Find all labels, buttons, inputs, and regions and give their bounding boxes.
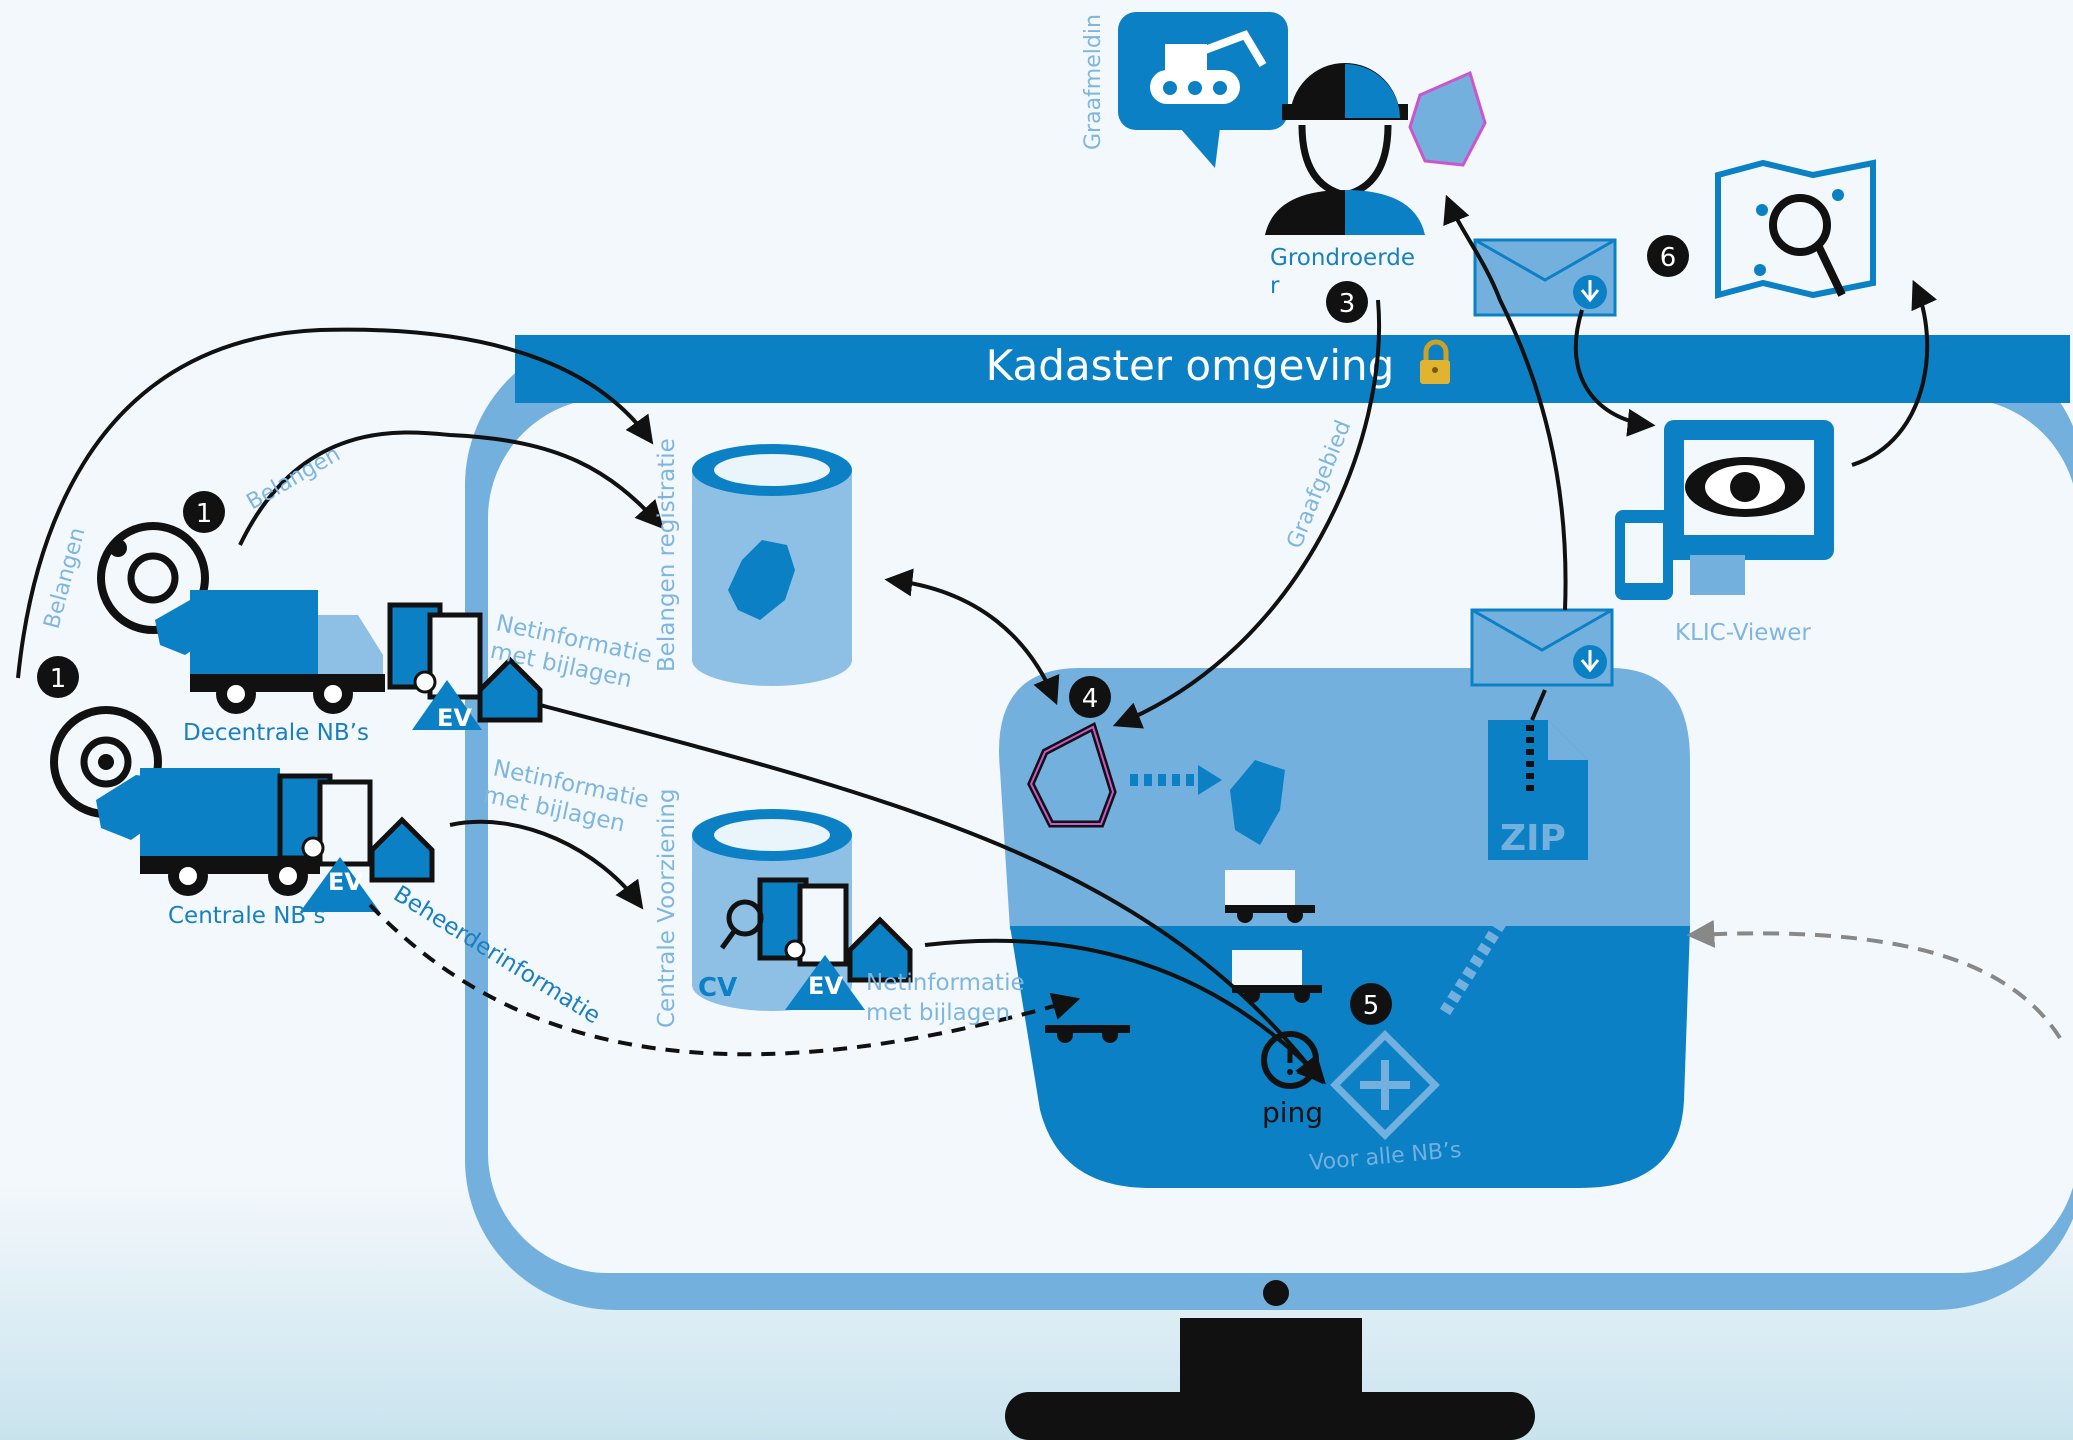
step-badge-4: [1069, 676, 1111, 718]
graafmelding-label: Graafmeldin: [1081, 14, 1106, 150]
step-badge-3: [1326, 281, 1368, 323]
step-4-text: 4: [1082, 684, 1099, 714]
netinformatie-device-icon: [387, 602, 543, 730]
centrale-nbs-label: Centrale NB’s: [168, 903, 326, 929]
centrale-device-icon: [277, 773, 435, 912]
arrow-cv-ping: [924, 938, 1326, 1085]
arrow-email-to-viewer: [1573, 309, 1656, 437]
arrow-belangen-outer: [16, 327, 654, 679]
centrale-voorziening-label: Centrale Voorziening: [654, 788, 680, 1028]
email-top-icon: [1473, 238, 1617, 317]
belangen-registratie-database: [692, 444, 852, 686]
step-6-text: 6: [1660, 243, 1677, 273]
centrale-truck-icon: [96, 768, 320, 896]
process-truck-icon-1: [1225, 870, 1315, 923]
graafgebied-polygon-icon: [1408, 70, 1487, 167]
netherlands-map-icon: [728, 540, 795, 620]
monitor-camera: [1263, 1280, 1289, 1306]
netinformatie-label-3: Netinformatie met bijlagen: [866, 970, 1032, 1026]
step-badges: [37, 235, 1689, 1025]
klic-viewer-devices-icon: [1615, 420, 1834, 600]
decentrale-nbs-label: Decentrale NB’s: [183, 720, 369, 746]
process-map-icon: [1230, 760, 1285, 845]
arrow-belangen-to-process: [884, 568, 1060, 706]
graafmelding-bubble-icon: [1118, 12, 1288, 168]
step-badge-1a: [183, 491, 225, 533]
process-polygon-outline: [1029, 725, 1115, 825]
decentrale-truck-icon: [155, 590, 385, 714]
excavator-icon: [1150, 30, 1267, 104]
klic-viewer-label: KLIC-Viewer: [1675, 620, 1811, 646]
grondroerder-label-line1: Grondroerde: [1270, 245, 1415, 271]
ev-label-2: EV: [328, 868, 363, 896]
dotted-arrowhead-up: [1500, 880, 1530, 912]
voor-alle-nbs-diamond-icon: [1330, 1030, 1440, 1140]
step-1a-text: 1: [196, 499, 213, 529]
belangen-label-2: Belangen: [243, 442, 345, 515]
arrow-graafgebied: [1112, 299, 1381, 729]
email-bottom-icon: [1470, 608, 1614, 687]
klic-map-icon: [1715, 159, 1876, 299]
step-badge-6: [1647, 235, 1689, 277]
grondroerder-worker-icon: [1265, 63, 1425, 235]
dotted-arrowhead: [1198, 765, 1222, 795]
arrow-belangen-inner: [238, 430, 664, 546]
step-badge-1b: [37, 656, 79, 698]
step-3-text: 3: [1339, 289, 1356, 319]
grondroerder-label: Grondroerde r: [1270, 245, 1422, 299]
ping-label: ping: [1262, 1096, 1323, 1129]
cv-label: CV: [698, 973, 737, 1003]
eye-icon: [1730, 472, 1760, 502]
zip-file-icon: [1488, 720, 1588, 860]
arrow-zip-to-email: [1530, 689, 1547, 721]
process-area: [999, 668, 1690, 1188]
monitor-title: Kadaster omgeving: [986, 341, 1395, 390]
belangen-registratie-label: Belangen registratie: [654, 438, 680, 672]
step-5-text: 5: [1363, 991, 1380, 1021]
arrow-netinformatie-long: [539, 703, 1324, 1085]
monitor-titlebar: [515, 335, 2070, 403]
ev-label-3: EV: [808, 972, 843, 1000]
arrow-grey-dashed: [1686, 919, 2062, 1040]
zip-label: ZIP: [1500, 818, 1566, 859]
arrow-email-to-grondroerder: [1443, 194, 1568, 611]
arrow-beheerderinformatie: [368, 903, 1081, 1057]
ev-label: EV: [437, 704, 472, 732]
step-1b-text: 1: [50, 664, 67, 694]
cv-device-icon: [719, 877, 913, 1010]
decentrale-nb-target-icon: [97, 522, 209, 634]
flow-arrows: [16, 194, 1938, 1085]
step-badge-5: [1350, 983, 1392, 1025]
process-truck-icon-2: [1232, 950, 1322, 1003]
arrow-netinformatie-cv: [449, 819, 644, 910]
grondroerder-label-line2: r: [1270, 273, 1280, 299]
monitor-stand: [1005, 1392, 1535, 1440]
lock-icon: [1420, 339, 1450, 384]
arrow-viewer-to-map: [1851, 279, 1938, 467]
